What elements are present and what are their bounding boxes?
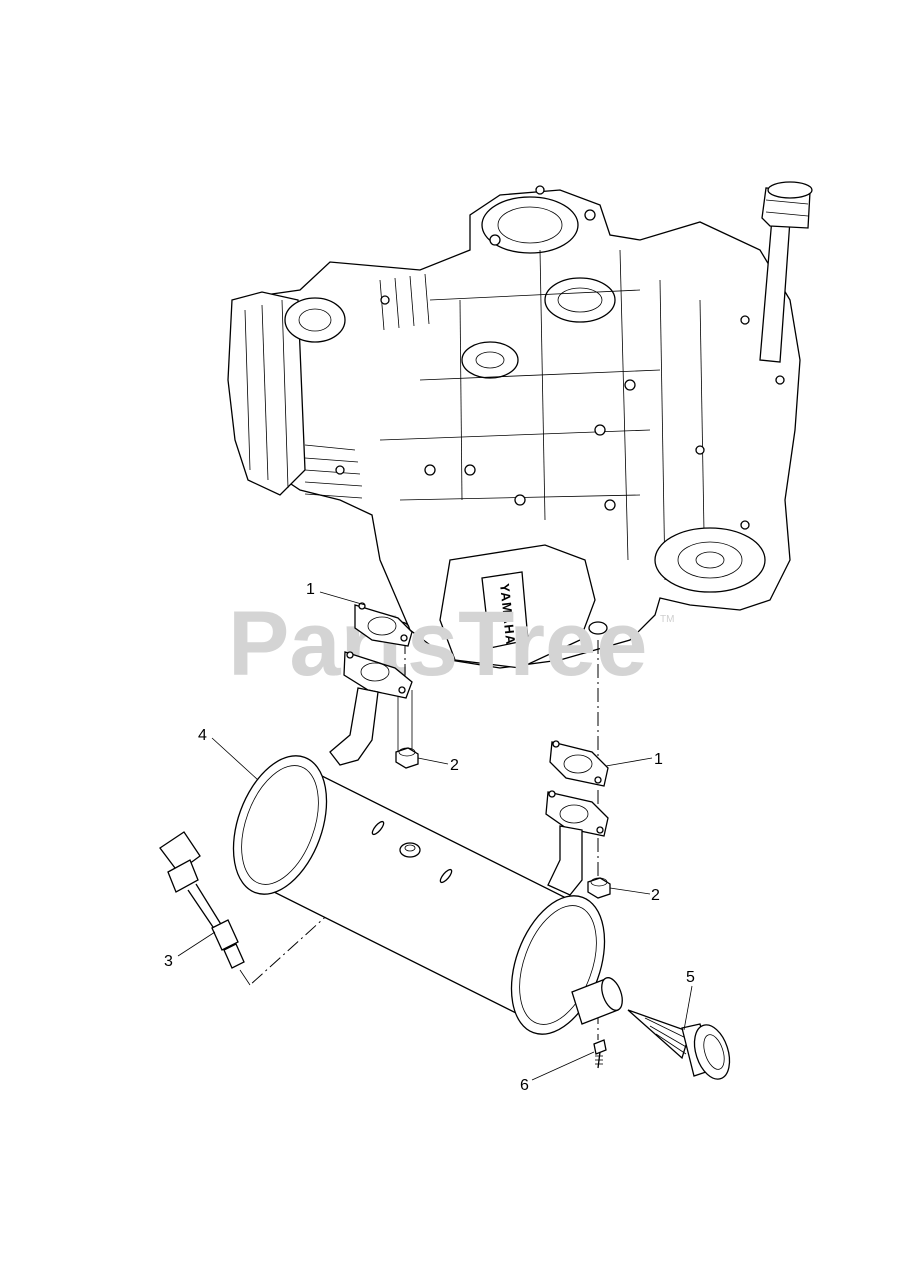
engine-block: YAMAHA — [227, 181, 813, 669]
gasket-right[interactable] — [549, 740, 609, 787]
oxygen-sensor[interactable] — [159, 831, 245, 969]
nut-left[interactable] — [395, 747, 419, 769]
engine-bolts — [335, 185, 785, 530]
muffler[interactable] — [216, 743, 626, 1047]
exhaust-pipe-left — [329, 651, 413, 766]
engine-brand-text: YAMAHA — [497, 583, 518, 646]
callout-spark-arrester: 5 — [686, 969, 695, 986]
callout-nut-right: 2 — [651, 887, 660, 904]
callout-gasket-upper-left: 1 — [306, 581, 315, 598]
spark-arrester[interactable] — [627, 1009, 736, 1084]
callout-screw: 6 — [520, 1077, 529, 1094]
oil-filler-tube — [759, 181, 813, 363]
callout-nut-left: 2 — [450, 757, 459, 774]
cooling-fins — [304, 273, 430, 499]
callout-oxygen-sensor: 3 — [164, 953, 173, 970]
screw[interactable] — [593, 1039, 607, 1069]
watermark: PartsTree — [228, 593, 647, 695]
leader-lines — [177, 591, 693, 1081]
exhaust-pipe-right — [545, 790, 609, 896]
watermark-tm: TM — [660, 614, 674, 625]
nut-right[interactable] — [587, 877, 611, 899]
brand-plate: YAMAHA — [481, 571, 529, 649]
callout-gasket-right: 1 — [654, 751, 663, 768]
gasket-upper-left[interactable] — [354, 602, 413, 647]
callout-muffler: 4 — [198, 727, 207, 744]
